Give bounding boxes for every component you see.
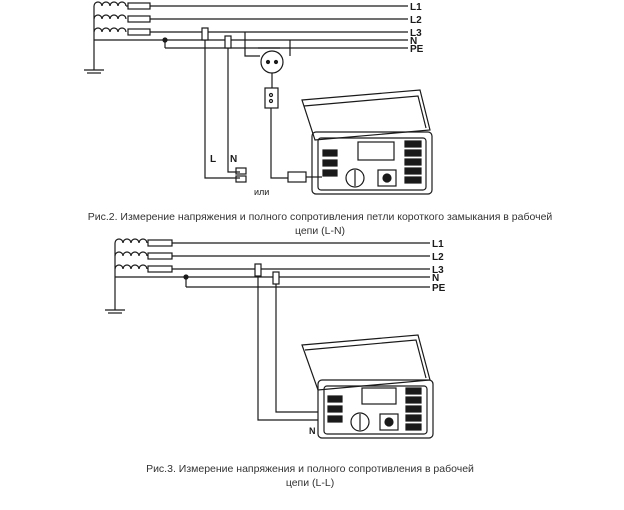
figure-3-caption: Рис.3. Измерение напряжения и полного со…	[110, 462, 510, 490]
figure-3	[105, 238, 434, 439]
figure-3-caption-line2: цепи (L-L)	[285, 477, 335, 489]
lead-l-wire	[204, 28, 240, 179]
bus-label-pe: PE	[410, 44, 424, 55]
figure-3-bus-labels: L1 L2 L3 N PE N	[309, 239, 446, 436]
fuse-l1	[127, 2, 151, 10]
figure-2-caption-line1: Рис.2. Измерение напряжения и полного со…	[87, 211, 553, 223]
figure-2-bus-labels: L1 L2 L3 N PE L N или	[210, 2, 424, 197]
or-label: или	[254, 187, 269, 197]
lead-label-n-3: N	[309, 426, 316, 436]
figure-3-caption-line1: Рис.3. Измерение напряжения и полного со…	[146, 463, 474, 475]
tester-device-3	[301, 334, 434, 439]
figure-2-caption: Рис.2. Измерение напряжения и полного со…	[80, 210, 560, 238]
plug-adapter	[264, 87, 279, 109]
lead-n-wire	[227, 36, 240, 173]
figure-2-caption-line2: цепи (L-N)	[294, 225, 346, 237]
bus-label-l2: L2	[410, 15, 422, 26]
ground-symbol	[84, 69, 104, 74]
tester-device-2	[301, 89, 433, 195]
fuse-l3-3	[147, 265, 173, 273]
lead-label-l: L	[210, 154, 216, 165]
bus-label-l3: L3	[410, 28, 422, 39]
bus-label-n: N	[410, 36, 417, 47]
bus-label-l1: L1	[410, 2, 422, 13]
fuse-l2	[127, 15, 151, 23]
figure-2	[84, 1, 433, 195]
bus-label-l1-3: L1	[432, 239, 444, 250]
ground-symbol-3	[105, 309, 125, 314]
bus-label-l3-3: L3	[432, 265, 444, 276]
lead-label-n: N	[230, 154, 237, 165]
socket-outlet	[260, 50, 284, 74]
bus-label-pe-3: PE	[432, 283, 446, 294]
fuse-l1-3	[147, 239, 173, 247]
bus-label-l2-3: L2	[432, 252, 444, 263]
fuse-l3	[127, 28, 151, 36]
fuse-l2-3	[147, 252, 173, 260]
transformer-coils-3	[114, 238, 148, 310]
bus-label-n-3: N	[432, 273, 439, 284]
transformer-coils	[93, 1, 127, 70]
